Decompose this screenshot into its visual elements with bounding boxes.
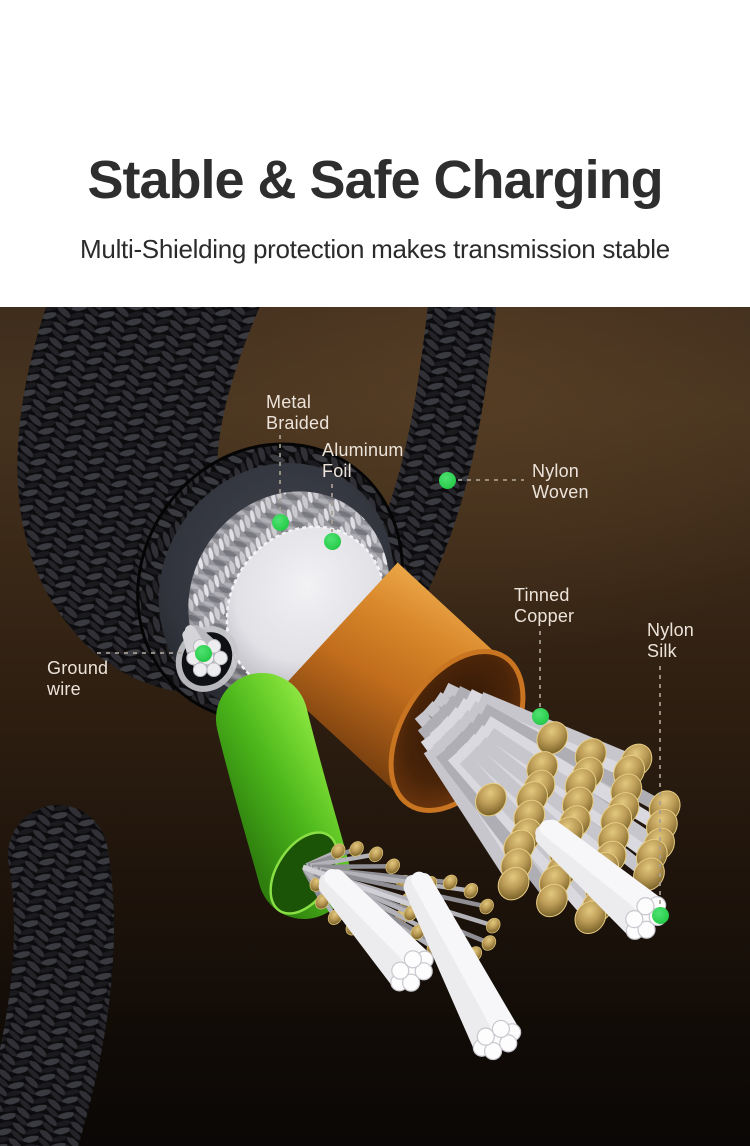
indicator-dot-aluminum-foil	[324, 533, 341, 550]
callout-text-line: Metal	[266, 392, 312, 412]
callout-text-line: Copper	[514, 606, 575, 626]
callout-label-ground-wire: Ground wire	[47, 658, 108, 700]
leader-line-tinned-copper	[539, 631, 541, 707]
callout-text-line: Nylon	[532, 461, 580, 481]
leader-line-nylon-silk	[659, 666, 661, 904]
braided-cable-bottom-left	[0, 805, 114, 1146]
callout-text-line: Woven	[532, 482, 589, 502]
callout-text-line: Tinned	[514, 585, 570, 605]
indicator-dot-nylon-woven	[439, 472, 456, 489]
indicator-dot-tinned-copper	[532, 708, 549, 725]
callout-text-line: Braided	[266, 413, 330, 433]
callout-label-nylon-silk: Nylon Silk	[647, 620, 694, 662]
callout-label-nylon-woven: Nylon Woven	[532, 461, 589, 503]
leader-line-ground-wire	[97, 652, 189, 654]
leader-line-metal-braided	[279, 435, 281, 513]
callout-label-aluminum-foil: Aluminum Foil	[322, 440, 404, 482]
leader-line-nylon-woven	[458, 479, 524, 481]
cable-cutaway-illustration	[0, 307, 750, 1146]
callout-text-line: Silk	[647, 641, 677, 661]
page-title: Stable & Safe Charging	[87, 150, 663, 210]
callout-label-tinned-copper: Tinned Copper	[514, 585, 574, 627]
indicator-dot-nylon-silk	[652, 907, 669, 924]
callout-text-line: Aluminum	[322, 440, 404, 460]
cable-cutaway-photo: Metal Braided Aluminum Foil Nylon Woven …	[0, 307, 750, 1146]
nylon-silk-strands	[318, 819, 667, 1061]
callout-text-line: Nylon	[647, 620, 695, 640]
header-section: Stable & Safe Charging Multi-Shielding p…	[0, 0, 750, 307]
page-subtitle: Multi-Shielding protection makes transmi…	[80, 234, 670, 264]
indicator-dot-ground-wire	[195, 645, 212, 662]
callout-text-line: wire	[47, 679, 81, 699]
callout-text-line: Ground	[47, 658, 109, 678]
nylon-woven-cable-right	[362, 307, 497, 613]
callout-text-line: Foil	[322, 461, 352, 481]
callout-label-metal-braided: Metal Braided	[266, 392, 329, 434]
leader-line-aluminum-foil	[331, 484, 333, 532]
indicator-dot-metal-braided	[272, 514, 289, 531]
